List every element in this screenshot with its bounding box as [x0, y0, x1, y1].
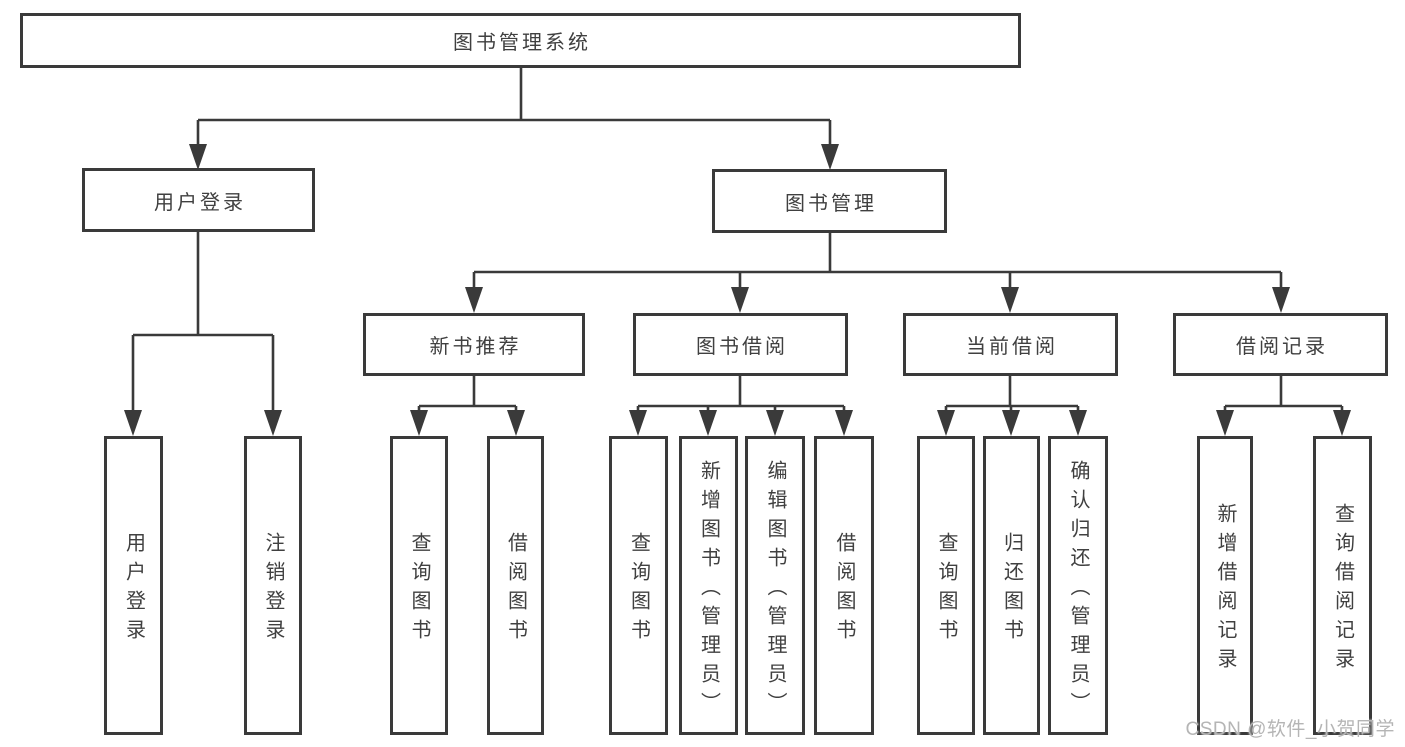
arrow-icon: [507, 410, 525, 436]
node-leaf-borrow-books-2: 借阅图书: [814, 436, 874, 735]
arrowheads: [124, 144, 1351, 436]
node-book-borrowing: 图书借阅: [633, 313, 848, 376]
arrow-icon: [731, 287, 749, 313]
node-book-management: 图书管理: [712, 169, 947, 233]
node-borrow-records: 借阅记录: [1173, 313, 1388, 376]
arrow-icon: [124, 410, 142, 436]
node-leaf-logout: 注销登录: [244, 436, 302, 735]
arrow-icon: [465, 287, 483, 313]
node-leaf-borrow-books-1: 借阅图书: [487, 436, 544, 735]
arrow-icon: [1216, 410, 1234, 436]
connector-borrow-record: [1223, 376, 1344, 412]
node-leaf-add-borrow-record: 新增借阅记录: [1197, 436, 1253, 735]
node-leaf-query-borrow-record: 查询借阅记录: [1313, 436, 1372, 735]
connector-book-management: [472, 233, 1283, 289]
node-leaf-return-books: 归还图书: [983, 436, 1040, 735]
connector-book-borrow: [636, 376, 846, 412]
connector-root: [196, 68, 832, 146]
arrow-icon: [699, 410, 717, 436]
node-leaf-edit-books-admin: 编辑图书（管理员）: [745, 436, 805, 735]
node-leaf-user-login: 用户登录: [104, 436, 163, 735]
arrow-icon: [937, 410, 955, 436]
connector-new-book: [417, 376, 518, 412]
connector-current-borrow: [944, 376, 1080, 412]
arrow-icon: [766, 410, 784, 436]
arrow-icon: [1333, 410, 1351, 436]
node-new-book-recommend: 新书推荐: [363, 313, 585, 376]
arrow-icon: [629, 410, 647, 436]
node-leaf-confirm-return-admin: 确认归还（管理员）: [1048, 436, 1108, 735]
arrow-icon: [1001, 287, 1019, 313]
connector-user-login: [131, 232, 275, 412]
node-leaf-query-books-3: 查询图书: [917, 436, 975, 735]
node-current-borrowing: 当前借阅: [903, 313, 1118, 376]
node-leaf-query-books-1: 查询图书: [390, 436, 448, 735]
arrow-icon: [189, 144, 207, 170]
csdn-watermark: CSDN @软件_小贺同学: [1185, 719, 1395, 740]
arrow-icon: [410, 410, 428, 436]
arrow-icon: [821, 144, 839, 170]
arrow-icon: [1069, 410, 1087, 436]
arrow-icon: [264, 410, 282, 436]
arrow-icon: [1002, 410, 1020, 436]
node-leaf-add-books-admin: 新增图书（管理员）: [679, 436, 738, 735]
arrow-icon: [835, 410, 853, 436]
arrow-icon: [1272, 287, 1290, 313]
node-leaf-query-books-2: 查询图书: [609, 436, 668, 735]
node-user-login: 用户登录: [82, 168, 315, 232]
node-root-library-system: 图书管理系统: [20, 13, 1021, 68]
